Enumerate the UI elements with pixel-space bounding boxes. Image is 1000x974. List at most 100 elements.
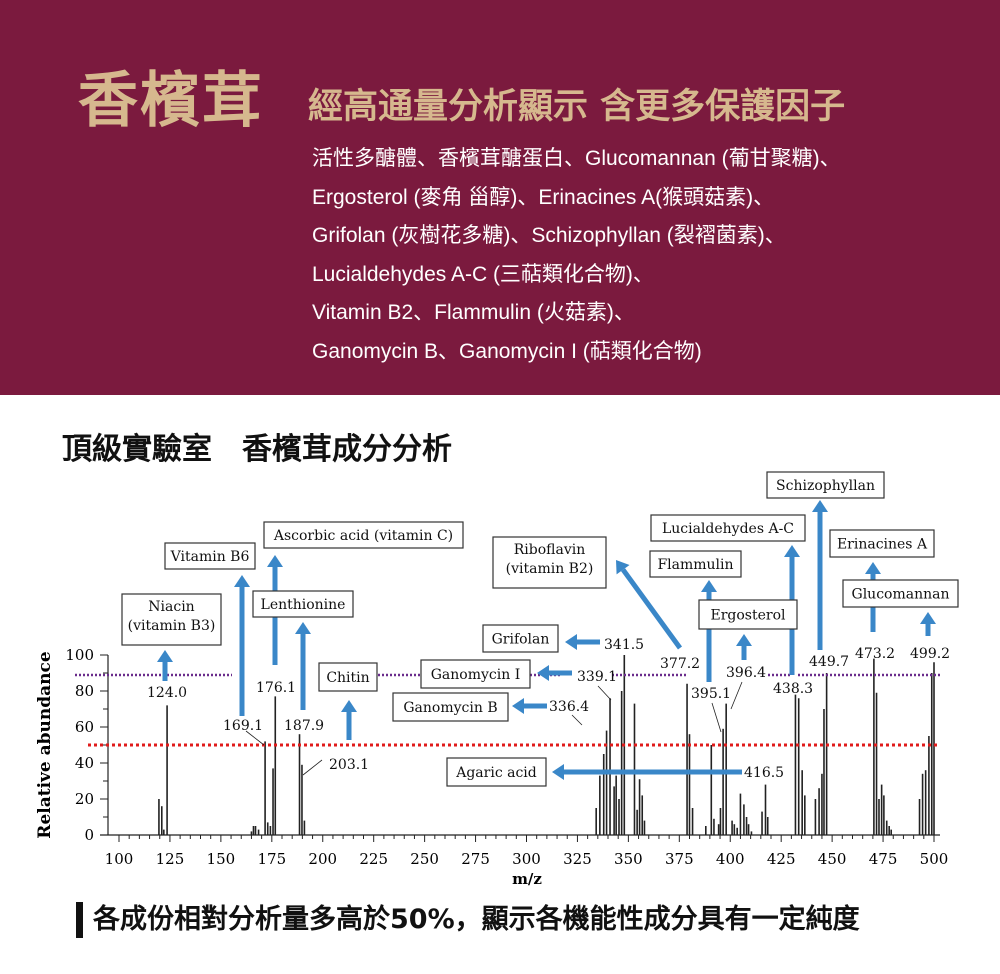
compound-label-box: Ascorbic acid (vitamin C) (263, 521, 464, 549)
compound-label: (vitamin B2) (506, 561, 594, 577)
peak-label: 124.0 (147, 685, 187, 701)
compound-label-box: Riboflavin (vitamin B2) (492, 536, 607, 589)
compound-label: Lenthionine (261, 597, 346, 613)
peak-label: 203.1 (329, 757, 369, 773)
x-tick-label: 500 (920, 850, 949, 868)
compound-label-box: Chitin (318, 662, 378, 692)
compound-label: Lucialdehydes A-C (662, 521, 794, 537)
arrow-icon (701, 580, 717, 682)
compound-label-box: Ganomycin B (392, 692, 509, 722)
compound-label: Flammulin (657, 557, 733, 573)
peak-label: 377.2 (660, 656, 700, 672)
peak-label: 473.2 (855, 646, 895, 662)
compound-label: Ganomycin I (431, 667, 520, 683)
x-axis-label: m/z (512, 870, 542, 888)
arrow-icon (234, 575, 250, 716)
compound-label: Schizophyllan (776, 478, 875, 494)
peak-label: 395.1 (691, 686, 731, 702)
compound-label: Ascorbic acid (vitamin C) (273, 528, 453, 544)
component-line: Ganomycin B、Ganomycin I (萜類化合物) (312, 339, 702, 363)
compound-label: Riboflavin (514, 542, 586, 558)
compound-label: Vitamin B6 (170, 549, 250, 565)
x-tick-label: 150 (207, 850, 236, 868)
peak-label: 336.4 (549, 699, 589, 715)
x-tick-label: 450 (818, 850, 847, 868)
section-title: 頂級實驗室 香檳茸成分分析 (62, 432, 452, 467)
x-tick-label: 100 (105, 850, 134, 868)
y-tick-label: 0 (84, 826, 94, 844)
compound-label-box: Grifolan (482, 624, 559, 653)
compound-label-box: Lucialdehydes A-C (650, 514, 806, 542)
arrow-icon (512, 698, 547, 714)
peak-label: 499.2 (910, 646, 950, 662)
compound-label: Ganomycin B (403, 700, 497, 716)
footer-note: 各成份相對分析量多高於50%，顯示各機能性成分具有一定純度 (76, 902, 860, 938)
x-tick-label: 475 (869, 850, 898, 868)
component-line: 活性多醣體、香檳茸醣蛋白、Glucomannan (葡甘聚糖)、 (312, 147, 841, 170)
peak-label: 396.4 (726, 665, 766, 681)
peak-label: 416.5 (744, 765, 784, 781)
arrow-icon (736, 634, 752, 660)
peak-label: 341.5 (604, 637, 644, 653)
compound-label-box: Flammulin (649, 550, 742, 578)
compound-label-box: Ergosterol (698, 599, 798, 630)
y-axis-label: Relative abundance (35, 651, 55, 839)
arrow-icon (812, 500, 828, 650)
compound-label: Chitin (326, 670, 369, 686)
brand-title: 香檳茸 (78, 66, 264, 136)
compound-label: Agaric acid (455, 765, 537, 781)
compound-label-box: Ganomycin I (420, 659, 531, 689)
compound-label: Erinacines A (837, 537, 928, 553)
component-list: 活性多醣體、香檳茸醣蛋白、Glucomannan (葡甘聚糖)、 Ergoste… (312, 140, 841, 371)
compound-label-box: Niacin (vitamin B3) (121, 593, 222, 646)
peak-label: 438.3 (773, 681, 813, 697)
x-tick-label: 275 (461, 850, 490, 868)
y-tick-label: 100 (65, 646, 94, 664)
compound-label: Ergosterol (711, 608, 787, 624)
component-line: Lucialdehydes A-C (三萜類化合物)、 (312, 262, 654, 286)
arrow-icon (157, 650, 173, 681)
compound-label-box: Erinacines A (829, 529, 935, 558)
compound-label: Glucomannan (852, 587, 950, 603)
arrow-icon (920, 612, 936, 636)
component-line: Vitamin B2、Flammulin (火菇素)、 (312, 301, 635, 324)
x-tick-label: 175 (257, 850, 286, 868)
x-tick-label: 350 (614, 850, 643, 868)
peak-label: 339.1 (577, 669, 617, 685)
x-tick-label: 225 (359, 850, 388, 868)
header-banner: 香檳茸 經高通量分析顯示 含更多保護因子 活性多醣體、香檳茸醣蛋白、Glucom… (0, 0, 1000, 395)
subtitle: 經高通量分析顯示 含更多保護因子 (308, 87, 846, 127)
y-tick-label: 80 (75, 682, 94, 700)
x-tick-label: 425 (767, 850, 796, 868)
x-tick-label: 200 (308, 850, 337, 868)
arrow-icon (565, 634, 600, 650)
arrow-icon (537, 665, 572, 681)
x-tick-label: 325 (563, 850, 592, 868)
arrow-icon (341, 700, 357, 740)
component-line: Grifolan (灰樹花多糖)、Schizophyllan (裂褶菌素)、 (312, 224, 786, 247)
leader-lines (245, 681, 743, 776)
compound-label: Niacin (148, 599, 194, 615)
compound-label-box: Agaric acid (446, 757, 547, 787)
compound-label: (vitamin B3) (128, 618, 216, 634)
x-tick-label: 400 (716, 850, 745, 868)
arrow-icon (552, 764, 742, 780)
peak-label: 169.1 (223, 718, 263, 734)
y-tick-label: 20 (75, 790, 94, 808)
arrow-icon (616, 560, 683, 650)
x-tick-label: 300 (512, 850, 541, 868)
peak-label: 449.7 (809, 654, 849, 670)
compound-label: Grifolan (492, 632, 550, 648)
compound-label-box: Schizophyllan (766, 471, 885, 499)
component-line: Ergosterol (麥角 甾醇)、Erinacines A(猴頭菇素)、 (312, 185, 775, 209)
y-tick-label: 60 (75, 718, 94, 736)
arrow-icon (295, 622, 311, 710)
compound-label-box: Lenthionine (252, 590, 354, 618)
x-tick-label: 375 (665, 850, 694, 868)
peak-label: 187.9 (284, 718, 324, 734)
y-tick-label: 40 (75, 754, 94, 772)
compound-label-box: Vitamin B6 (164, 542, 256, 570)
peak-label: 176.1 (256, 680, 296, 696)
x-tick-label: 250 (410, 850, 439, 868)
